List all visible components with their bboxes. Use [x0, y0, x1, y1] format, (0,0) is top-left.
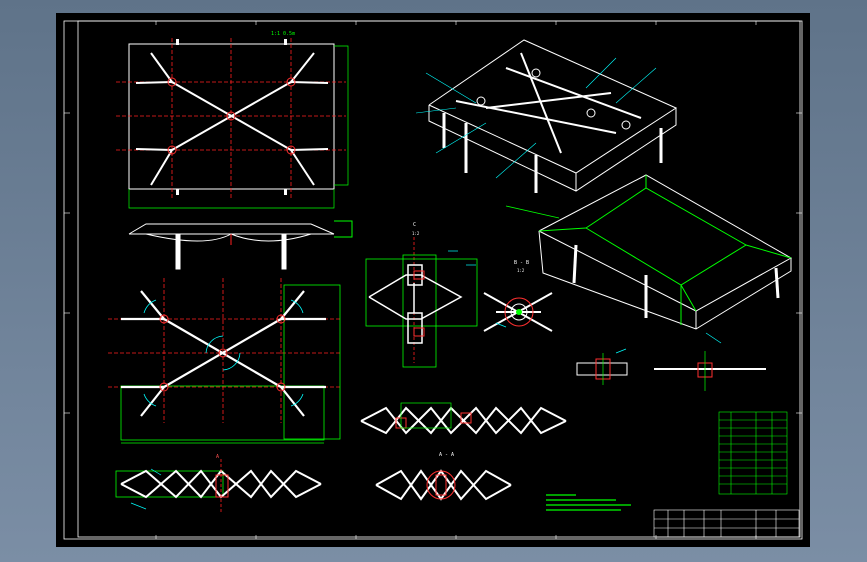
plan-view-title: 1:1 0.5m	[271, 31, 295, 37]
technical-notes	[546, 494, 631, 511]
section-a-label: A	[216, 454, 219, 460]
section-c-detail: C 1:2	[365, 222, 478, 368]
isometric-tent	[505, 174, 793, 330]
parts-list-table	[718, 411, 788, 495]
section-aa: A - A	[375, 452, 512, 501]
section-aa-label: A - A	[439, 452, 454, 458]
detail-scale-1: 1:2	[412, 231, 420, 236]
plan-view-top: 1:1 0.5m	[116, 31, 349, 209]
cad-drawing: 1:1 0.5m	[63, 20, 803, 540]
section-c-label: C	[413, 222, 416, 228]
border-ticks	[64, 21, 802, 539]
cad-drawing-canvas[interactable]: 1:1 0.5m	[56, 13, 810, 547]
title-block	[653, 509, 800, 538]
side-elevation	[128, 220, 353, 270]
section-bb-hub: B - B 1:2	[483, 260, 553, 332]
plan-view-bottom	[108, 278, 341, 444]
drawing-border	[63, 20, 803, 540]
pin-detail-1	[576, 353, 628, 385]
detail-scale-2: 1:2	[517, 268, 525, 273]
section-bb-label: B - B	[514, 260, 529, 266]
dimension-marks	[130, 250, 722, 510]
hinge-strip-center	[360, 402, 567, 435]
hinge-strip-left: A	[115, 454, 322, 513]
pin-detail-2	[654, 351, 766, 391]
isometric-frame	[415, 39, 678, 193]
